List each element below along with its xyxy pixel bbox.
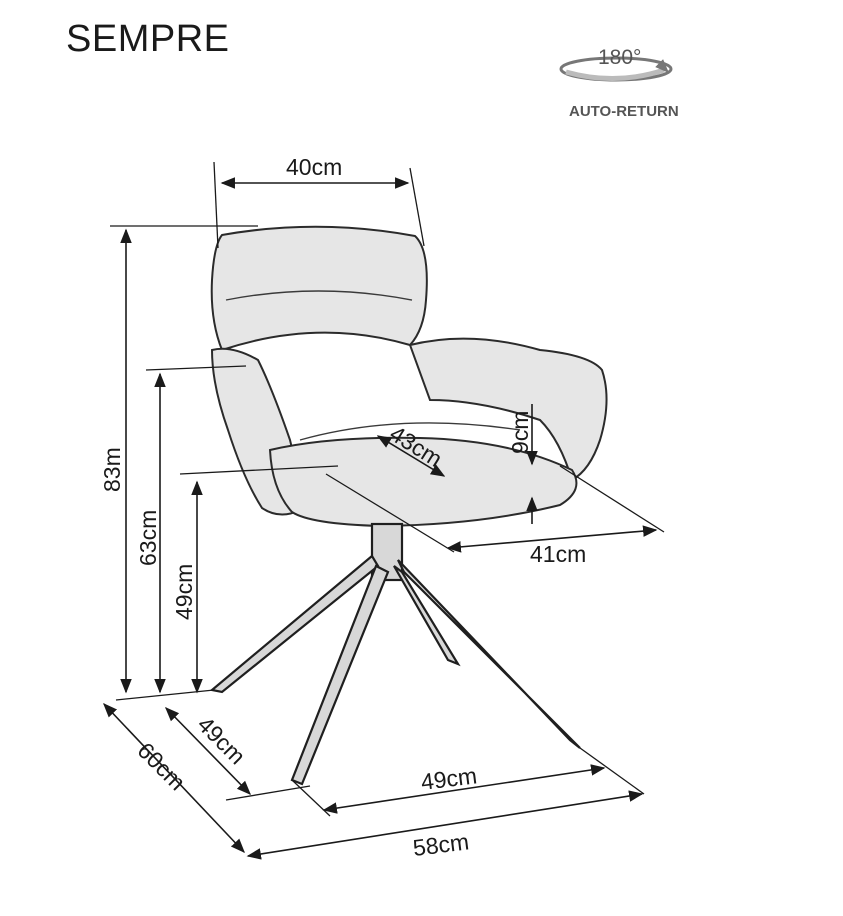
chair-illustration [209, 225, 608, 786]
dim-armrest-height: 63cm [135, 510, 161, 566]
rotation-degrees: 180° [598, 46, 641, 69]
rotation-icon [559, 56, 673, 82]
dim-total-width: 58cm [411, 828, 470, 861]
rotation-label: AUTO-RETURN [569, 103, 679, 120]
dim-total-height: 83m [99, 447, 125, 492]
dim-armrest-gap: 9cm [507, 411, 533, 454]
product-title: SEMPRE [66, 18, 230, 60]
dim-seat-width: 41cm [530, 541, 586, 567]
dim-back-width: 40cm [286, 154, 342, 180]
dim-leg-depth: 49cm [192, 711, 250, 769]
dim-seat-height: 49cm [171, 564, 197, 620]
dim-leg-width: 49cm [419, 762, 478, 795]
